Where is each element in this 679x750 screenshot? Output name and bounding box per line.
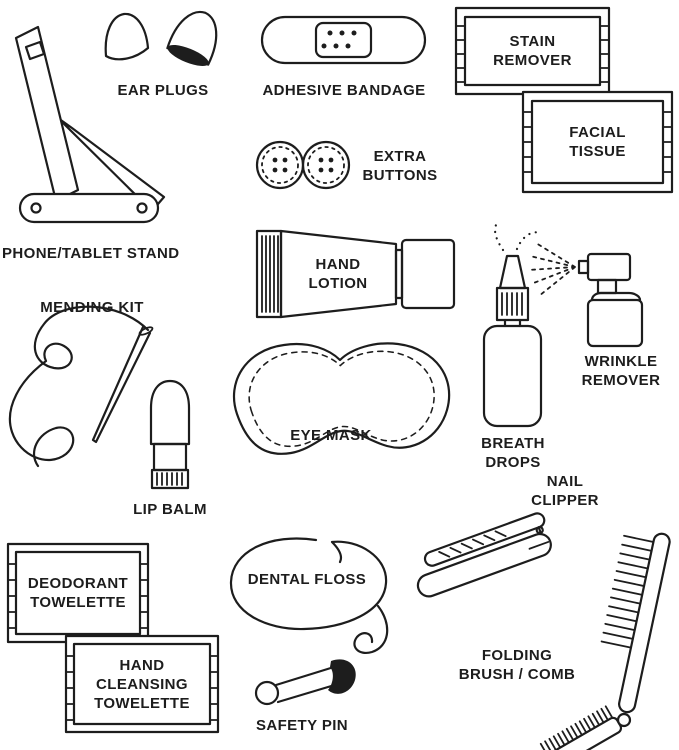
- deodorant-towelette-label: DEODORANT TOWELETTE: [27, 575, 129, 611]
- dental-floss-icon: [229, 537, 389, 654]
- breath-drops-label: BREATH DROPS: [481, 435, 545, 471]
- lip-balm-label: LIP BALM: [133, 501, 207, 518]
- phone-tablet-stand-icon: [14, 25, 166, 224]
- stain-remover-label: STAIN REMOVER: [493, 33, 572, 69]
- eye-mask-icon: [232, 342, 451, 455]
- hand-cleansing-towelette-packet-icon: [64, 634, 220, 734]
- safety-pin-icon: [254, 659, 356, 706]
- dental-floss-label: DENTAL FLOSS: [247, 571, 367, 588]
- eye-mask-label: EYE MASK: [290, 427, 372, 444]
- wrinkle-remover-spray-icon: [527, 242, 644, 348]
- ear-plugs-label: EAR PLUGS: [117, 82, 209, 99]
- folding-brush-comb-label: FOLDING BRUSH / COMB: [458, 647, 576, 683]
- facial-tissue-label: FACIAL TISSUE: [569, 124, 626, 160]
- deodorant-towelette-packet-icon: [6, 542, 150, 644]
- folding-brush-comb-icon: [539, 532, 671, 750]
- mending-kit-icon: [8, 305, 154, 468]
- safety-pin-label: SAFETY PIN: [255, 717, 349, 734]
- extra-buttons-icon: [255, 140, 351, 190]
- breath-drops-bottle-icon: [482, 218, 543, 428]
- hand-cleansing-towelette-label: HAND CLEANSING TOWELETTE: [94, 657, 190, 712]
- hand-lotion-tube-icon: [255, 229, 456, 319]
- lip-balm-icon: [149, 379, 191, 490]
- nail-clipper-label: NAIL CLIPPER: [531, 473, 599, 509]
- nail-clipper-icon: [416, 512, 552, 598]
- adhesive-bandage-label: ADHESIVE BANDAGE: [262, 82, 426, 99]
- stain-remover-packet-icon: [454, 6, 611, 96]
- phone-tablet-stand-label: PHONE/TABLET STAND: [2, 245, 180, 262]
- wrinkle-remover-label: WRINKLE REMOVER: [581, 353, 661, 389]
- adhesive-bandage-icon: [260, 15, 427, 65]
- ear-plugs-icon: [104, 10, 218, 66]
- mending-kit-label: MENDING KIT: [40, 299, 144, 316]
- extra-buttons-label: EXTRA BUTTONS: [362, 148, 438, 184]
- hand-lotion-label: HAND LOTION: [308, 256, 368, 292]
- facial-tissue-packet-icon: [521, 90, 674, 194]
